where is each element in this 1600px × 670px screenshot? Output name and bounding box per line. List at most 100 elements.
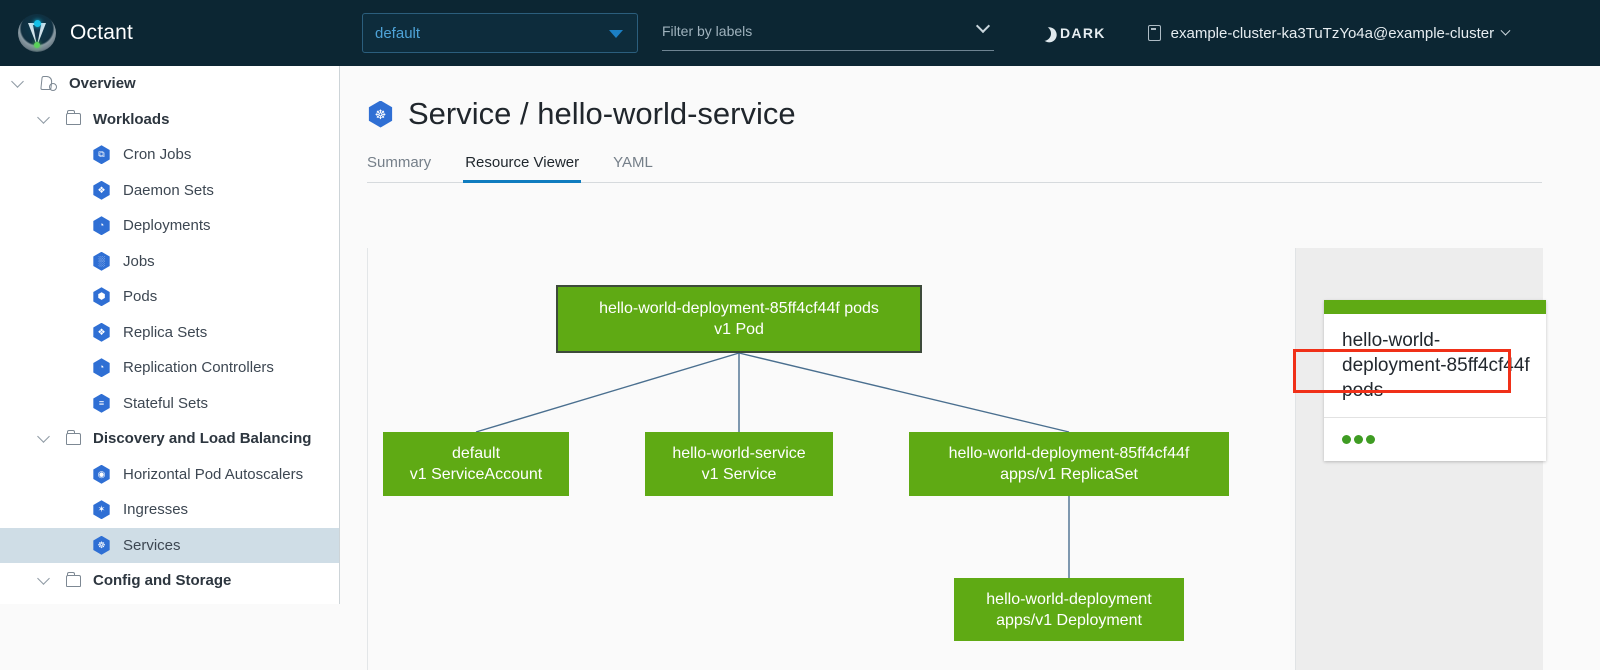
sidebar-item-label: Replica Sets [123, 323, 208, 341]
main-content: ☸ Service / hello-world-service Summary R… [341, 66, 1600, 670]
pod-status-dot[interactable] [1354, 435, 1363, 444]
k8s-deployment-icon: ◔ [92, 216, 111, 236]
graph-node-kind: apps/v1 ReplicaSet [1000, 466, 1138, 483]
chevron-down-icon [975, 18, 991, 34]
k8s-daemonset-icon: ❖ [92, 180, 111, 200]
pod-status-dot[interactable] [1366, 435, 1375, 444]
sidebar-item-label: Discovery and Load Balancing [93, 430, 312, 448]
k8s-service-icon: ☸ [92, 535, 111, 555]
namespace-value: default [375, 24, 421, 42]
sidebar-item-label: Jobs [123, 252, 155, 270]
dark-mode-label: DARK [1060, 25, 1106, 41]
graph-node-sa[interactable]: default v1 ServiceAccount [383, 432, 569, 496]
label-filter-input[interactable]: Filter by labels [662, 15, 994, 51]
chevron-down-icon[interactable] [37, 430, 50, 444]
graph-node-kind: v1 Pod [714, 321, 764, 338]
k8s-hpa-icon: ◉ [92, 464, 111, 484]
graph-node-name: hello-world-deployment-85ff4cf44f pods [599, 300, 879, 317]
sidebar-item-jobs[interactable]: ░ Jobs [0, 244, 339, 280]
sidebar-item-replica-sets[interactable]: ❖ Replica Sets [0, 315, 339, 351]
sidebar-item-label: Deployments [123, 217, 211, 235]
folder-icon [66, 429, 81, 445]
sidebar-item-label: Services [123, 536, 181, 554]
tab-yaml[interactable]: YAML [613, 154, 653, 171]
graph-node-deployment[interactable]: hello-world-deployment apps/v1 Deployment [954, 578, 1184, 641]
graph-edges [475, 352, 1070, 578]
k8s-replicaset-icon: ❖ [92, 322, 111, 342]
tab-summary[interactable]: Summary [367, 154, 432, 171]
chevron-down-icon[interactable] [37, 572, 50, 586]
sidebar-item-label: Replication Controllers [123, 359, 274, 377]
chevron-down-icon [1500, 25, 1511, 36]
graph-node-pod[interactable]: hello-world-deployment-85ff4cf44f pods v1… [556, 285, 922, 353]
dark-mode-toggle[interactable]: DARK [1036, 25, 1106, 41]
chevron-down-icon[interactable] [37, 110, 50, 124]
chevron-down-icon[interactable] [11, 75, 24, 89]
graph-node-kind: v1 Service [701, 466, 777, 483]
graph-node-service[interactable]: hello-world-service v1 Service [645, 432, 833, 496]
graph-node-name: hello-world-deployment [986, 590, 1152, 608]
sidebar-item-cron-jobs[interactable]: ⧉ Cron Jobs [0, 137, 339, 173]
graph-node-name: default [451, 445, 501, 462]
graph-edge [738, 352, 1070, 433]
detail-card-accent-bar [1324, 300, 1546, 314]
graph-node-name: hello-world-deployment-85ff4cf44f [948, 445, 1190, 462]
sidebar-item-label: Horizontal Pod Autoscalers [123, 465, 304, 483]
chevron-down-icon [609, 30, 623, 38]
detail-card-title: hello-world-deployment-85ff4cf44f pods [1342, 330, 1530, 401]
detail-panel: hello-world-deployment-85ff4cf44f pods [1295, 248, 1546, 670]
page-title-text: Service / hello-world-service [408, 96, 796, 131]
sidebar-item-label: Workloads [93, 110, 170, 128]
sidebar-item-ingresses[interactable]: ✶ Ingresses [0, 492, 339, 528]
k8s-service-icon: ☸ [367, 100, 394, 128]
graph-node-replicaset[interactable]: hello-world-deployment-85ff4cf44f apps/v1… [909, 432, 1229, 496]
moon-icon [1034, 24, 1053, 43]
brand[interactable]: Octant [0, 14, 340, 52]
graph-node-kind: v1 ServiceAccount [409, 466, 543, 483]
sidebar-item-label: Pods [123, 288, 158, 306]
brand-name: Octant [70, 21, 134, 44]
k8s-statefulset-icon: ≡ [92, 393, 111, 413]
k8s-ingress-icon: ✶ [92, 500, 111, 520]
graph-node-name: hello-world-service [672, 445, 806, 462]
sidebar-item-services[interactable]: ☸ Services [0, 527, 339, 563]
cluster-selector[interactable]: example-cluster-ka3TuTzYo4a@example-clus… [1147, 24, 1511, 42]
sidebar-item-stateful-sets[interactable]: ≡ Stateful Sets [0, 386, 339, 422]
namespace-select[interactable]: default [362, 13, 638, 53]
pod-status-dot[interactable] [1342, 435, 1351, 444]
resource-graph-canvas[interactable]: hello-world-deployment-85ff4cf44f pods v1… [368, 248, 1295, 670]
page-title: ☸ Service / hello-world-service [341, 66, 1600, 132]
k8s-cronjob-icon: ⧉ [92, 145, 111, 165]
sidebar-item-label: Config and Storage [93, 572, 232, 590]
k8s-job-icon: ░ [92, 251, 111, 271]
folder-icon [66, 571, 81, 587]
folder-icon [66, 110, 81, 126]
graph-edge [475, 352, 740, 433]
octant-logo-icon [18, 14, 56, 52]
detail-card-pod-status[interactable] [1324, 417, 1546, 461]
k8s-replicationcontroller-icon: ◔ [92, 358, 111, 378]
sidebar-item-daemon-sets[interactable]: ❖ Daemon Sets [0, 173, 339, 209]
sidebar-item-label: Ingresses [123, 501, 189, 519]
sidebar-item-replication-controllers[interactable]: ◔ Replication Controllers [0, 350, 339, 386]
sidebar-item-config-and-storage[interactable]: Config and Storage [0, 563, 339, 599]
sidebar-item-label: Stateful Sets [123, 394, 209, 412]
cluster-icon [1147, 25, 1161, 41]
detail-card[interactable]: hello-world-deployment-85ff4cf44f pods [1324, 300, 1546, 461]
sidebar-item-pods[interactable]: ⬢ Pods [0, 279, 339, 315]
sidebar-item-workloads[interactable]: Workloads [0, 102, 339, 138]
tab-bar[interactable]: Summary Resource Viewer YAML [367, 154, 1542, 183]
graph-node-kind: apps/v1 Deployment [996, 611, 1142, 629]
sidebar-item-label: Cron Jobs [123, 146, 192, 164]
tab-resource-viewer[interactable]: Resource Viewer [463, 154, 582, 183]
sidebar-item-horizontal-pod-autoscalers[interactable]: ◉ Horizontal Pod Autoscalers [0, 457, 339, 493]
cluster-label: example-cluster-ka3TuTzYo4a@example-clus… [1170, 24, 1495, 42]
app-header: Octant default Filter by labels DARK exa… [0, 0, 1600, 66]
sidebar-item-discovery-and-load-balancing[interactable]: Discovery and Load Balancing [0, 421, 339, 457]
overview-icon [40, 76, 57, 92]
sidebar-item-deployments[interactable]: ◔ Deployments [0, 208, 339, 244]
sidebar-item-label: Daemon Sets [123, 181, 214, 199]
k8s-pod-icon: ⬢ [92, 287, 111, 307]
sidebar-item-overview[interactable]: Overview [0, 66, 339, 102]
